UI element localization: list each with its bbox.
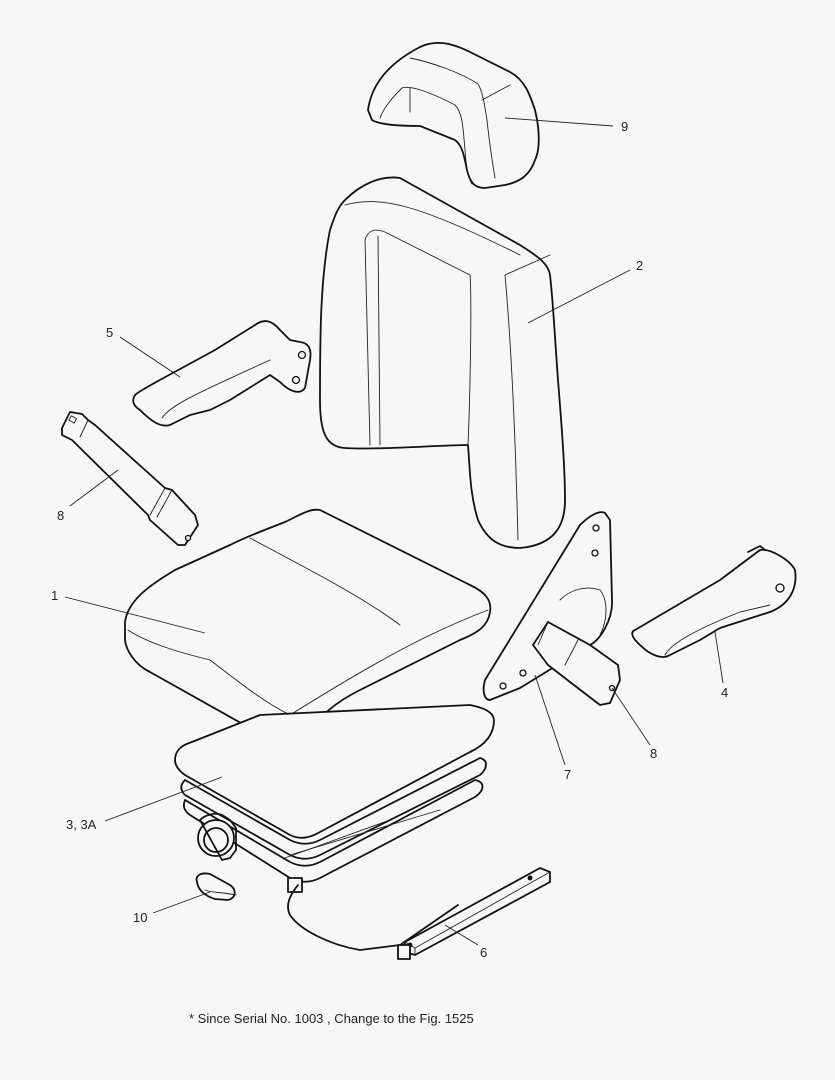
bracket-part [482,511,613,701]
callout-6: 6 [480,945,487,960]
callout-2: 2 [636,258,643,273]
leader-lines [64,117,724,946]
callout-10: 10 [133,910,147,925]
armrest-right-part [631,545,797,658]
headrest-part [367,41,540,189]
callout-8-left: 8 [57,508,64,523]
footnote: * Since Serial No. 1003 , Change to the … [189,1011,474,1026]
backrest-part [319,176,566,549]
callout-1: 1 [51,588,58,603]
callout-4: 4 [721,685,728,700]
seat-belt-left-part [61,411,199,546]
slide-rail-part [287,867,551,960]
callout-5: 5 [106,325,113,340]
armrest-left-part [132,320,312,427]
callout-3-3a: 3, 3A [66,817,97,832]
callout-9: 9 [621,119,628,134]
suspension-part [174,704,495,893]
callout-8-right: 8 [650,746,657,761]
callout-7: 7 [564,767,571,782]
knob-cap-part [195,872,237,901]
